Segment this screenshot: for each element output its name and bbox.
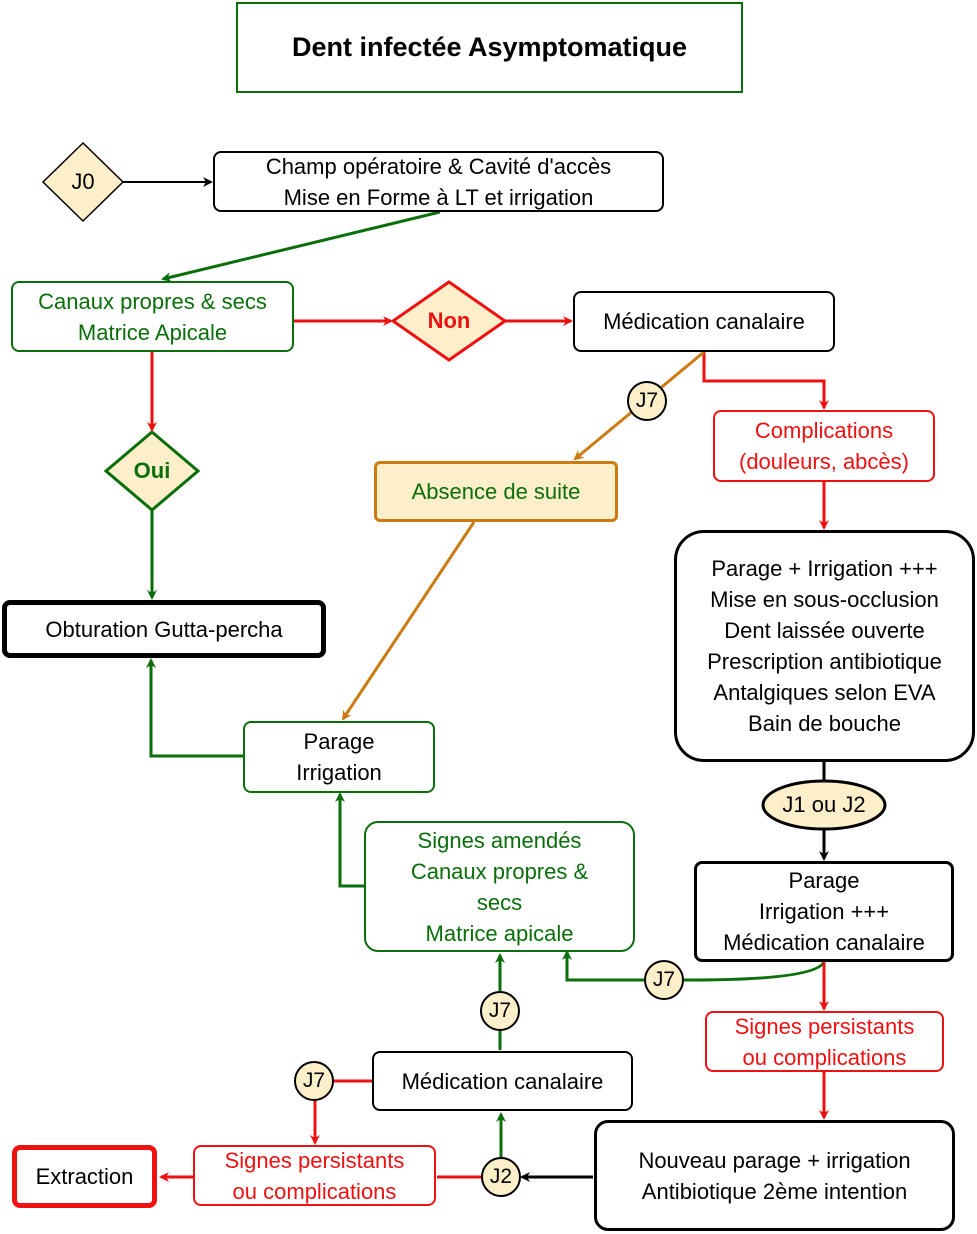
node-parage-medication: Parage Irrigation +++ Médication canalai… (694, 861, 954, 962)
badge-j7-b: J7 (652, 968, 676, 991)
node-medication-canalaire-1: Médication canalaire (573, 291, 835, 352)
node-medication-canalaire-2: Médication canalaire (372, 1051, 633, 1111)
arrow-parage-obturation (146, 658, 243, 758)
node-obturation: Obturation Gutta-percha (2, 600, 326, 658)
diagram-title: Dent infectée Asymptomatique (236, 2, 743, 93)
badge-j7-c-shape (480, 991, 520, 1031)
node-complications: Complications (douleurs, abcès) (713, 410, 935, 482)
node-signes-persistants-2: Signes persistants ou complications (193, 1145, 436, 1206)
node-parage-irrigation-plus: Parage + Irrigation +++ Mise en sous-occ… (674, 530, 975, 762)
arrow-paragemed-signes (562, 950, 826, 982)
node-absence-de-suite: Absence de suite (374, 461, 618, 522)
node-signes-persistants-1: Signes persistants ou complications (705, 1011, 944, 1072)
badge-j1-j2-shape (761, 779, 887, 831)
badge-j7-d: J7 (302, 1069, 326, 1092)
node-signes-amendes: Signes amendés Canaux propres & secs Mat… (364, 821, 635, 952)
j0-label: J0 (71, 169, 95, 194)
j0-diamond (41, 141, 125, 223)
badge-j1-j2: J1 ou J2 (782, 792, 866, 817)
badge-j2: J2 (489, 1165, 513, 1188)
badge-j7-c: J7 (488, 999, 512, 1022)
arrow-signes-parage (335, 792, 364, 888)
arrow-absence-parage (341, 521, 476, 721)
badge-j2-shape (481, 1157, 521, 1197)
oui-label: Oui (133, 458, 171, 483)
node-extraction: Extraction (12, 1145, 157, 1208)
non-diamond (390, 280, 508, 362)
badge-j7-a: J7 (635, 389, 659, 412)
node-parage-irrigation: Parage Irrigation (243, 721, 435, 793)
arrow-champ-canaux (161, 210, 441, 282)
non-label: Non (427, 308, 471, 333)
node-champ-operatoire: Champ opératoire & Cavité d'accès Mise e… (213, 151, 664, 212)
node-nouveau-parage: Nouveau parage + irrigation Antibiotique… (594, 1120, 955, 1231)
badge-j7-d-shape (294, 1061, 334, 1101)
badge-j7-a-shape (627, 381, 667, 421)
arrow-med1-complications (702, 352, 829, 410)
badge-j7-b-shape (644, 960, 684, 1000)
node-canaux-propres: Canaux propres & secs Matrice Apicale (11, 281, 294, 352)
